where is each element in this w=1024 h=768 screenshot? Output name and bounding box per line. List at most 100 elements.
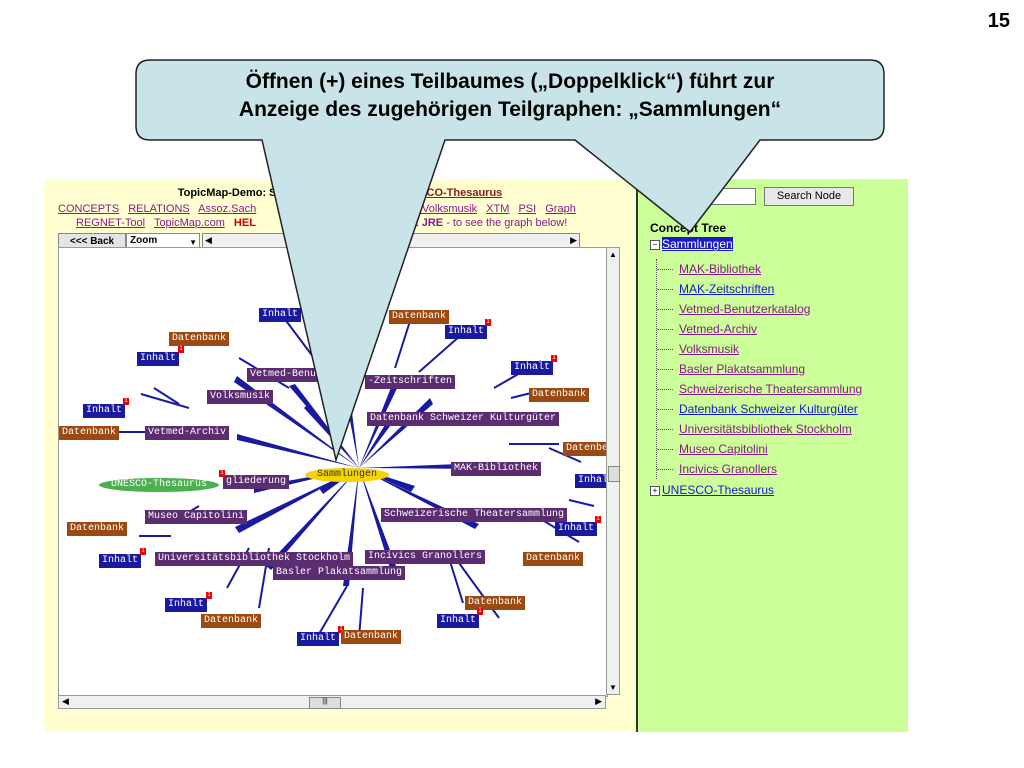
jre-note: - to see the graph below! [443, 217, 568, 229]
callout-text: Öffnen (+) eines Teilbaumes („Doppelklic… [136, 68, 884, 124]
graph-node-incivics[interactable]: Incivics Granollers [365, 550, 486, 564]
tree-item-label[interactable]: Incivics Granollers [679, 462, 778, 476]
tree-item[interactable]: Incivics Granollers [657, 459, 862, 479]
tree-item[interactable]: Vetmed-Archiv [657, 319, 862, 339]
nav-row-2: REGNET-Tool TopicMap.com HEL [76, 217, 256, 229]
count-badge: 1 [140, 548, 146, 555]
graph-node-unesco[interactable]: UNESCO-Thesaurus [99, 478, 220, 492]
graph-node-inhalt[interactable]: Inhalt [137, 352, 180, 366]
graph-node-center[interactable]: Sammlungen [305, 468, 390, 482]
graph-node-datenbank[interactable]: Datenbank [169, 332, 230, 346]
graph-horizontal-scrollbar[interactable]: ◀ ||| ▶ [58, 695, 606, 709]
graph-vertical-scrollbar[interactable]: ▲ ▼ [606, 247, 620, 695]
scroll-left-icon[interactable]: ◀ [205, 235, 212, 245]
graph-node-inhalt[interactable]: Inhalt [165, 598, 208, 612]
search-node-button[interactable]: Search Node [764, 187, 854, 206]
graph-node-mak-bibliothek[interactable]: MAK-Bibliothek [451, 462, 542, 476]
tree-item[interactable]: Volksmusik [657, 339, 862, 359]
tree-item[interactable]: MAK-Zeitschriften [657, 279, 862, 299]
tree-item[interactable]: Basler Plakatsammlung [657, 359, 862, 379]
tree-item[interactable]: MAK-Bibliothek [657, 259, 862, 279]
callout-line-1: Öffnen (+) eines Teilbaumes („Doppelklic… [245, 70, 775, 93]
graph-canvas[interactable]: Inhalt Datenbank Inhalt 1 Datenbank Inha… [58, 247, 608, 697]
graph-node-inhal[interactable]: Inhal [575, 474, 607, 488]
graph-node-inhalt[interactable]: Inhalt [511, 361, 554, 375]
nav-link-assoz[interactable]: Assoz.Sach [198, 203, 257, 215]
tree-item[interactable]: Universitätsbibliothek Stockholm [657, 419, 862, 439]
tree-item-label[interactable]: Museo Capitolini [679, 442, 768, 456]
tree-item-label[interactable]: MAK-Bibliothek [679, 262, 762, 276]
tree-item-label[interactable]: Basler Plakatsammlung [679, 362, 806, 376]
graph-node-datenbank[interactable]: Datenbank [201, 614, 262, 628]
nav-row-1: CONCEPTS RELATIONS Assoz.Sach [58, 203, 262, 215]
scroll-right-icon[interactable]: ▶ [570, 235, 577, 245]
tree-item-label[interactable]: Vetmed-Archiv [679, 322, 758, 336]
zoom-select[interactable]: Zoom ▼ [126, 233, 200, 249]
collapse-icon[interactable]: − [650, 239, 660, 250]
graph-node-datenbank-schweizer[interactable]: Datenbank Schweizer Kulturgüter [367, 412, 560, 426]
count-badge: 1 [178, 346, 184, 353]
graph-node-datenbank[interactable]: Datenbank [389, 310, 450, 324]
nav-link-graph[interactable]: Graph [545, 203, 576, 215]
graph-node-vetmed-archiv[interactable]: Vetmed-Archiv [145, 426, 230, 440]
tree-item-label[interactable]: Volksmusik [679, 342, 740, 356]
nav-link-regnet[interactable]: REGNET-Tool [76, 217, 146, 229]
nav-link-concepts[interactable]: CONCEPTS [58, 203, 120, 215]
graph-node-datenbank[interactable]: Datenbank [67, 522, 128, 536]
count-badge: 1 [477, 608, 483, 615]
tree-node-label[interactable]: UNESCO-Thesaurus [662, 483, 775, 497]
tree-item-label[interactable]: Schweizerische Theatersammlung [679, 382, 863, 396]
tree-item[interactable]: Museo Capitolini [657, 439, 862, 459]
nav-link-relations[interactable]: RELATIONS [128, 203, 190, 215]
graph-node-datenbank[interactable]: Datenbank [465, 596, 526, 610]
nav-link-xtm[interactable]: XTM [486, 203, 510, 215]
tree-item-label[interactable]: Universitätsbibliothek Stockholm [679, 422, 852, 436]
tree-node-sammlungen[interactable]: −Sammlungen [650, 237, 733, 251]
tree-item-label[interactable]: Vetmed-Benutzerkatalog [679, 302, 811, 316]
tree-item-label[interactable]: Datenbank Schweizer Kulturgüter [679, 402, 858, 416]
graph-node-datenbank[interactable]: Datenbank [523, 552, 584, 566]
callout-line-2: Anzeige des zugehörigen Teilgraphen: „Sa… [238, 98, 782, 121]
tree-node-label[interactable]: Sammlungen [662, 237, 733, 251]
nav-link-psi[interactable]: PSI [518, 203, 537, 215]
zoom-value: Zoom [130, 235, 158, 246]
tree-item[interactable]: Schweizerische Theatersammlung [657, 379, 862, 399]
tree-item-label[interactable]: MAK-Zeitschriften [679, 282, 775, 296]
scroll-up-icon[interactable]: ▲ [609, 250, 617, 259]
chevron-down-icon: ▼ [189, 238, 197, 247]
concept-tree-children: MAK-Bibliothek MAK-Zeitschriften Vetmed-… [656, 259, 862, 479]
scroll-right-icon[interactable]: ▶ [595, 696, 602, 706]
scroll-left-icon[interactable]: ◀ [62, 696, 69, 706]
graph-node-datenbank[interactable]: Datenbank [529, 388, 590, 402]
scroll-thumb[interactable]: ||| [309, 697, 341, 709]
tree-node-unesco[interactable]: +UNESCO-Thesaurus [650, 483, 774, 497]
nav-link-volksmusik[interactable]: cc.Volksmusik [408, 203, 478, 215]
graph-node-vetmed-benu[interactable]: Vetmed-Benu [247, 368, 320, 382]
graph-node-gliederung[interactable]: gliederung [223, 475, 290, 489]
graph-node-univ[interactable]: Universitätsbibliothek Stockholm [155, 552, 354, 566]
graph-node-museo[interactable]: Museo Capitolini [145, 510, 248, 524]
graph-node-datenbank[interactable]: Datenbank [59, 426, 120, 440]
graph-node-basler[interactable]: Basler Plakatsammlung [273, 566, 406, 580]
nav-link-help[interactable]: HEL [233, 217, 256, 229]
scroll-down-icon[interactable]: ▼ [609, 683, 617, 692]
graph-node-inhalt[interactable]: Inhalt [297, 632, 340, 646]
graph-node-inhalt[interactable]: Inhalt [437, 614, 480, 628]
tree-item[interactable]: Datenbank Schweizer Kulturgüter [657, 399, 862, 419]
graph-node-datenbank[interactable]: Datenbank [341, 630, 402, 644]
graph-node-inhalt[interactable]: Inhalt [259, 308, 302, 322]
expand-icon[interactable]: + [650, 485, 660, 496]
nav-link-topicmap[interactable]: TopicMap.com [153, 217, 225, 229]
graph-node-zeitschriften[interactable]: -Zeitschriften [365, 375, 456, 389]
graph-node-schweiz-theater[interactable]: Schweizerische Theatersammlung [381, 508, 568, 522]
graph-node-datenbe[interactable]: Datenbe [563, 442, 607, 456]
applet-title-suffix[interactable]: CO-Thesaurus [426, 187, 503, 199]
graph-node-inhalt[interactable]: Inhalt [83, 404, 126, 418]
graph-node-inhalt[interactable]: Inhalt [445, 325, 488, 339]
tree-item[interactable]: Vetmed-Benutzerkatalog [657, 299, 862, 319]
graph-node-inhalt[interactable]: Inhalt [555, 522, 598, 536]
graph-node-inhalt[interactable]: Inhalt [99, 554, 142, 568]
graph-node-volksmusik[interactable]: Volksmusik [207, 390, 274, 404]
scroll-thumb[interactable] [608, 466, 620, 482]
